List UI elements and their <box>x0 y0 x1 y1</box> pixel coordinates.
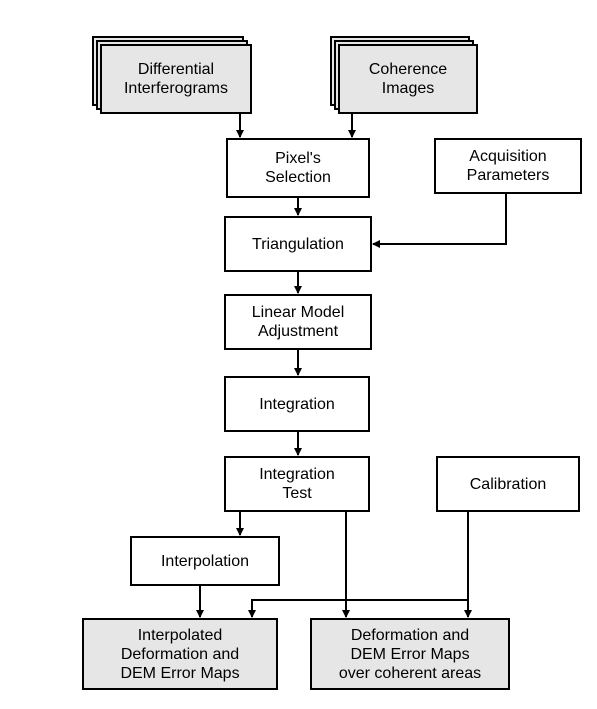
triangulation-box: Triangulation <box>224 216 372 272</box>
differential-interferograms-box: Differential Interferograms <box>100 44 252 114</box>
interpolated-maps-box: Interpolated Deformation and DEM Error M… <box>82 618 278 690</box>
arrow-calibration-to-interpolated-maps <box>248 599 468 618</box>
coherence-images-box: Coherence Images <box>338 44 478 114</box>
arrow-acquisition-to-triangulation <box>372 194 507 248</box>
integration-box: Integration <box>224 376 370 432</box>
coherent-maps-box: Deformation and DEM Error Maps over cohe… <box>310 618 510 690</box>
interpolation-box: Interpolation <box>130 536 280 586</box>
pixel-selection-box: Pixel's Selection <box>226 138 370 198</box>
integration-test-box: Integration Test <box>224 456 370 512</box>
acquisition-parameters-box: Acquisition Parameters <box>434 138 582 194</box>
linear-model-adjustment-box: Linear Model Adjustment <box>224 294 372 350</box>
calibration-box: Calibration <box>436 456 580 512</box>
